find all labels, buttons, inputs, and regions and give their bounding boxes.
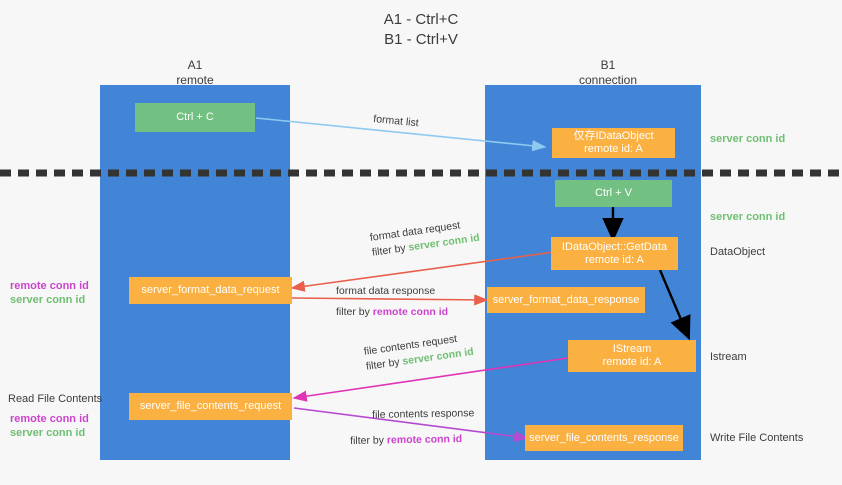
- label-left-server-conn-id-1: server conn id: [10, 294, 86, 306]
- box-idataobject[interactable]: 仅存IDataObject remote id: A: [552, 128, 675, 158]
- title-line-1: A1 - Ctrl+C: [383, 11, 459, 28]
- edge-label-file-contents-request: file contents request filter by server c…: [363, 330, 475, 375]
- box-istream-line1: IStream: [612, 343, 652, 355]
- box-istream-line2: remote id: A: [602, 356, 662, 368]
- box-server-format-data-response[interactable]: server_format_data_response: [487, 287, 645, 313]
- box-getdata-line2: remote id: A: [585, 253, 644, 266]
- box-istream[interactable]: IStream remote id: A: [568, 340, 696, 372]
- box-ctrl-c-label: Ctrl + C: [176, 111, 214, 123]
- label-right-istream: Istream: [710, 351, 747, 363]
- filter-by-emph-2: remote conn id: [372, 306, 449, 318]
- filter-by-prefix-1: filter by: [371, 241, 410, 259]
- box-ctrl-v[interactable]: Ctrl + V: [555, 180, 672, 207]
- box-idataobject-line1: 仅存IDataObject: [573, 130, 654, 142]
- box-idataobject-line2: remote id: A: [584, 143, 643, 155]
- label-right-server-conn-id-1: server conn id: [710, 133, 786, 145]
- edge-label-format-data-response-line2: filter by remote conn id: [336, 305, 448, 320]
- edge-label-format-data-request: format data request filter by server con…: [369, 216, 481, 261]
- label-right-dataobject: DataObject: [710, 246, 766, 258]
- box-server-file-contents-response-label: server_file_contents_response: [529, 431, 679, 444]
- box-server-file-contents-response[interactable]: server_file_contents_response: [525, 425, 683, 451]
- box-ctrl-v-label: Ctrl + V: [595, 187, 632, 199]
- box-server-file-contents-request-label: server_file_contents_request: [139, 400, 282, 412]
- box-idataobject-getdata[interactable]: IDataObject::GetData remote id: A: [551, 237, 678, 270]
- label-right-server-conn-id-2: server conn id: [710, 211, 786, 223]
- box-server-format-data-request-label: server_format_data_request: [141, 284, 280, 296]
- filter-by-prefix-2: filter by: [336, 306, 373, 318]
- edge-label-file-contents-response-line1: file contents response: [372, 407, 475, 421]
- column-b1-name: B1: [600, 58, 616, 72]
- title-line-2: B1 - Ctrl+V: [384, 31, 458, 48]
- label-left-remote-conn-id-2: remote conn id: [10, 413, 89, 425]
- edge-label-format-data-response: format data response filter by remote co…: [336, 284, 448, 320]
- box-server-format-data-request[interactable]: server_format_data_request: [129, 277, 292, 304]
- box-ctrl-c[interactable]: Ctrl + C: [135, 103, 255, 132]
- column-header-b1: B1 connection: [548, 58, 668, 88]
- diagram-title: A1 - Ctrl+C B1 - Ctrl+V: [0, 10, 842, 50]
- column-b1-sub: connection: [578, 73, 638, 87]
- column-a1-sub: remote: [176, 73, 214, 87]
- box-server-file-contents-request[interactable]: server_file_contents_request: [129, 393, 292, 420]
- label-left-read-file-contents: Read File Contents: [8, 393, 103, 405]
- filter-by-prefix-3: filter by: [365, 355, 404, 373]
- edge-label-file-contents-response-filter: filter by remote conn id: [350, 432, 462, 449]
- filter-by-emph-4: remote conn id: [386, 433, 463, 447]
- label-left-server-conn-id-2: server conn id: [10, 427, 86, 439]
- edge-label-format-list: format list: [373, 112, 420, 131]
- box-getdata-line1: IDataObject::GetData: [561, 240, 668, 253]
- filter-by-prefix-4: filter by: [350, 434, 387, 447]
- box-server-format-data-response-label: server_format_data_response: [492, 293, 640, 306]
- edge-label-file-contents-response: file contents response: [372, 406, 474, 423]
- label-left-remote-conn-id-1: remote conn id: [10, 280, 89, 292]
- column-a1-name: A1: [187, 58, 203, 72]
- column-header-a1: A1 remote: [135, 58, 255, 88]
- edge-label-format-data-response-line1: format data response: [336, 285, 436, 297]
- label-right-write-file-contents: Write File Contents: [710, 432, 804, 444]
- edge-label-format-list-line1: format list: [372, 112, 420, 130]
